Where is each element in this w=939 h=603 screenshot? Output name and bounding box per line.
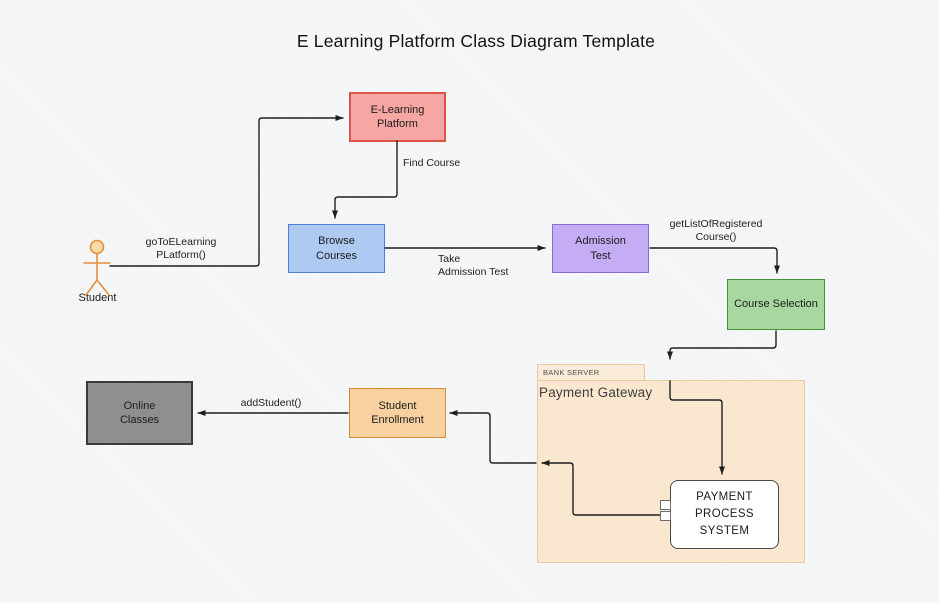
- bank-server-folder-tab[interactable]: BANK SERVER: [537, 364, 645, 381]
- node-elearning-platform[interactable]: E-Learning Platform: [349, 92, 446, 142]
- edge-label-add-student[interactable]: addStudent(): [240, 397, 302, 409]
- edge-admission-to-course-selection[interactable]: [649, 247, 780, 274]
- component-port-icon: [660, 511, 671, 521]
- component-port-icon: [660, 500, 671, 510]
- node-online-classes[interactable]: Online Classes: [86, 381, 193, 445]
- payment-gateway-container-title: Payment Gateway: [539, 385, 653, 400]
- edge-gateway-to-student-enrollment[interactable]: [449, 410, 537, 464]
- edge-label-find-course[interactable]: Find Course: [403, 157, 461, 169]
- student-actor-label: Student: [78, 292, 117, 304]
- node-student-enrollment[interactable]: Student Enrollment: [349, 388, 446, 438]
- student-actor-icon[interactable]: [83, 239, 111, 296]
- diagram-title: E Learning Platform Class Diagram Templa…: [296, 31, 656, 51]
- edge-label-get-list-of-registered-course[interactable]: getListOfRegistered Course(): [669, 218, 763, 243]
- node-course-selection[interactable]: Course Selection: [727, 279, 825, 330]
- node-payment-process-system[interactable]: PAYMENT PROCESS SYSTEM: [670, 480, 779, 549]
- node-browse-courses[interactable]: Browse Courses: [288, 224, 385, 273]
- edge-label-go-to-elearning-platform[interactable]: goToELearning PLatform(): [145, 236, 217, 261]
- edge-label-take-admission-test[interactable]: Take Admission Test: [438, 253, 509, 278]
- edge-course-selection-to-bank-server[interactable]: [667, 330, 777, 360]
- node-admission-test[interactable]: Admission Test: [552, 224, 649, 273]
- edge-elearning-to-browse-courses[interactable]: [332, 140, 398, 219]
